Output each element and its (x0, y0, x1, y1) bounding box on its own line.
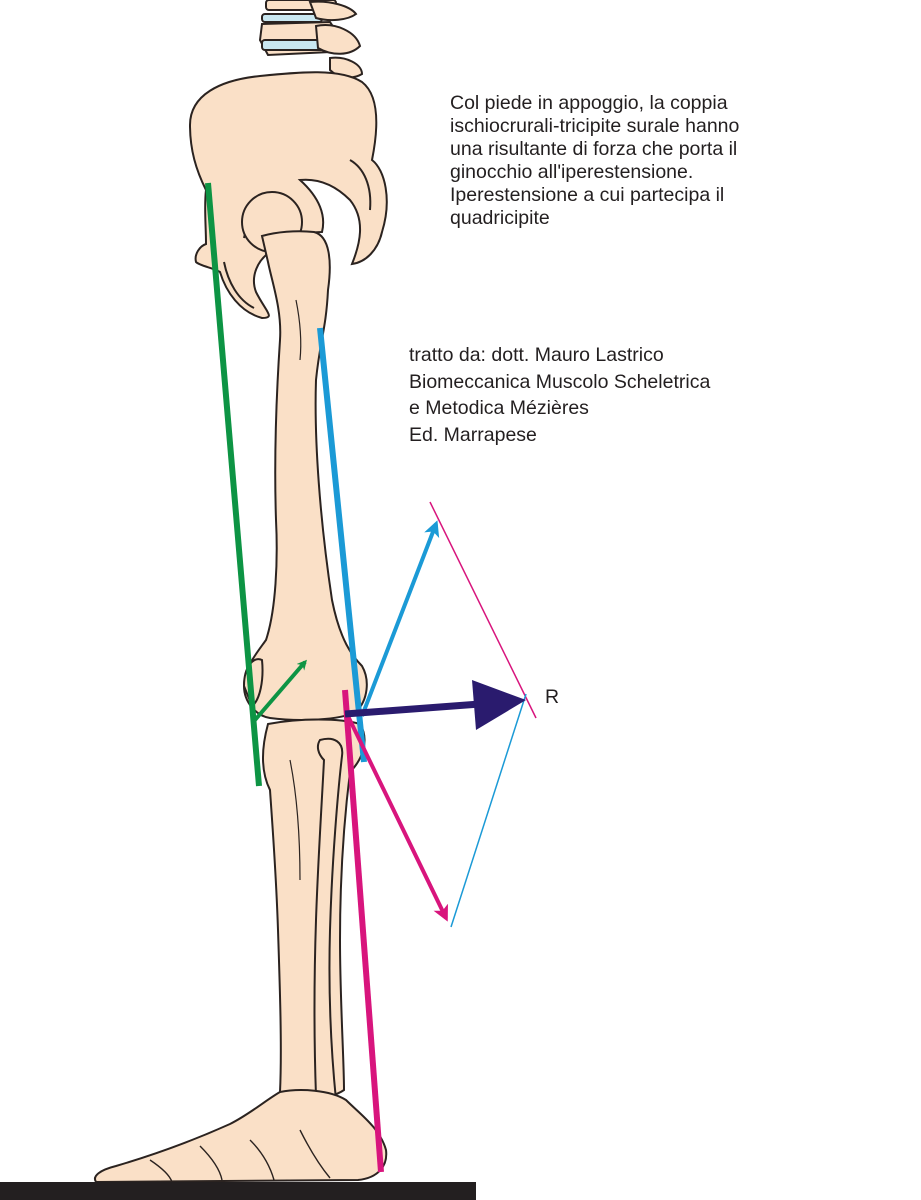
foot-icon (94, 1089, 388, 1184)
caption-line: ischiocrurali-tricipite surale hanno (450, 115, 740, 137)
resultant-label: R (545, 686, 560, 708)
source-credit: tratto da: dott. Mauro Lastrico Biomecca… (409, 342, 829, 448)
hamstring-force-arrow (253, 659, 307, 722)
construction-line-magenta (429, 501, 537, 719)
caption-line: ginocchio all'iperestensione. (450, 161, 694, 183)
caption-line: quadricipite (450, 207, 550, 229)
lumbar-vertebrae-icon (258, 0, 364, 79)
triceps-surae-force-arrow (344, 711, 448, 922)
triceps-surae-force-line (342, 689, 384, 1173)
ground-bar (0, 1182, 476, 1200)
source-line: e Metodica Mézières (409, 397, 589, 419)
source-line: Biomeccanica Muscolo Scheletrica (409, 370, 711, 393)
construction-line-blue (450, 693, 527, 928)
caption-line: Iperestensione a cui partecipa il (450, 184, 725, 206)
caption-line: una risultante di forza che porta il (450, 138, 738, 160)
caption-line: Col piede in appoggio, la coppia (450, 92, 728, 114)
source-line: tratto da: dott. Mauro Lastrico (409, 344, 664, 366)
source-line: Ed. Marrapese (409, 423, 537, 446)
quadriceps-force-arrow (360, 520, 440, 717)
caption-text: Col piede in appoggio, la coppia ischioc… (450, 92, 850, 230)
hamstring-force-line (205, 182, 262, 787)
femur-icon (241, 191, 368, 721)
quadriceps-force-line (317, 327, 367, 763)
resultant-arrow (344, 680, 526, 730)
